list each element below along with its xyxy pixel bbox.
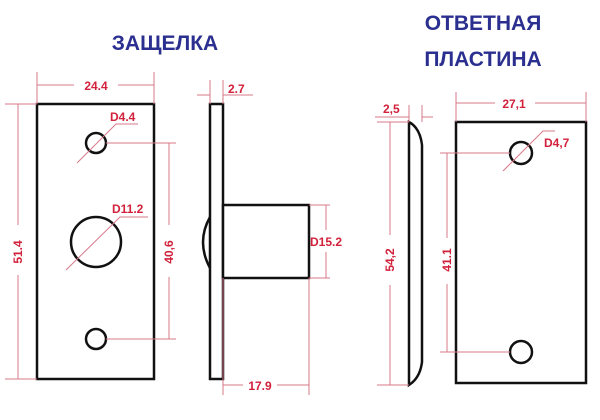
dim-latch-big-hole: D11.2 xyxy=(112,202,144,216)
latch-bolt xyxy=(221,203,311,280)
latch-center-hole xyxy=(69,215,123,269)
dim-strike-width: 27,1 xyxy=(502,97,526,111)
strike-bottom-hole xyxy=(508,339,534,365)
dim-latch-small-hole: D4.4 xyxy=(110,110,136,124)
dim-strike-hole-spacing: 41.1 xyxy=(440,248,454,272)
latch-side-view: 2.7 D15.2 17.9 xyxy=(197,80,342,395)
dim-strike-hole: D4,7 xyxy=(544,136,570,150)
latch-title: ЗАЩЕЛКА xyxy=(112,32,218,55)
latch-bottom-hole xyxy=(84,327,108,351)
dim-latch-height: 51.4 xyxy=(11,240,25,264)
dim-strike-thickness: 2,5 xyxy=(383,102,400,116)
strike-title-line2: ПЛАСТИНА xyxy=(424,48,541,71)
latch-top-hole xyxy=(84,131,108,155)
latch-front-view: 24.4 51.4 40,6 D4.4 D11.2 xyxy=(5,72,176,381)
dim-latch-width: 24.4 xyxy=(84,79,108,93)
dim-bolt-length: 17.9 xyxy=(248,379,272,393)
strike-front-view: 27,1 41.1 D4,7 xyxy=(440,92,588,385)
strike-side-view: 2,5 54,2 xyxy=(375,102,433,388)
dim-bolt-diameter: D15.2 xyxy=(310,235,342,249)
dim-latch-thickness: 2.7 xyxy=(228,82,245,96)
dim-latch-hole-spacing: 40,6 xyxy=(162,240,176,264)
strike-title-line1: ОТВЕТНАЯ xyxy=(425,12,542,35)
dim-strike-height: 54,2 xyxy=(383,248,397,272)
